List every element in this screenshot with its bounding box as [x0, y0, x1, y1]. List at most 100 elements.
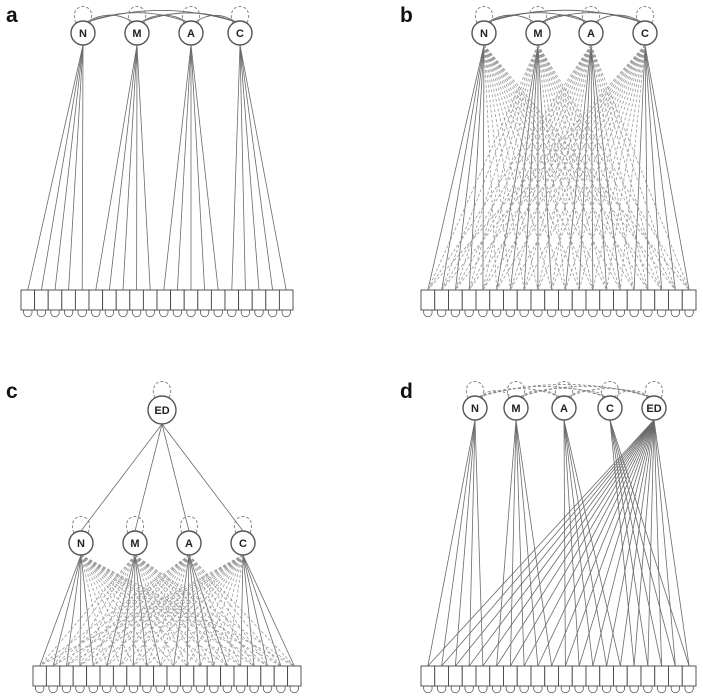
residual-variance-loop [182, 685, 192, 694]
general-factor-node: ED [147, 381, 177, 425]
factor-loading-path [483, 44, 676, 291]
factor-label: A [587, 28, 595, 40]
factor-loading-path [563, 419, 594, 667]
indicator-box [166, 665, 181, 687]
factor-loading-path [427, 419, 476, 667]
indicator-box [475, 289, 491, 311]
residual-variance-loop [478, 309, 488, 318]
factor-loading-path [54, 44, 84, 291]
residual-variance-loop [104, 309, 114, 318]
indicator-box [233, 665, 248, 687]
indicator-box [102, 289, 117, 311]
residual-variance-loop [643, 685, 653, 694]
factor-loading-path [537, 44, 646, 291]
indicator-box [99, 665, 114, 687]
residual-variance-loop [169, 685, 179, 694]
factor-loading-path [441, 44, 539, 291]
indicator-box [461, 289, 477, 311]
factor-loading-path [590, 44, 676, 291]
factor-loading-path [427, 44, 485, 291]
factor-loading-path [146, 554, 244, 667]
indicator-box [613, 665, 628, 687]
factor-loading-path [134, 554, 255, 667]
factor-label: C [641, 28, 649, 40]
factor-loading-path [226, 554, 244, 667]
factor-loading-path [239, 44, 246, 291]
factor-loading-path [564, 419, 655, 667]
factor-node-N: N [70, 6, 96, 46]
variance-loop [71, 516, 91, 534]
factor-covariance-arc [567, 388, 651, 398]
factor-node-N: N [68, 516, 94, 556]
factor-loading-path [644, 44, 649, 291]
indicator-box [640, 665, 656, 687]
indicator-box [193, 665, 208, 687]
indicator-box [420, 665, 436, 687]
indicator-box [599, 289, 614, 311]
factor-loading-path [239, 44, 260, 291]
indicator-box [544, 289, 559, 311]
factor-loading-path [80, 554, 94, 667]
variance-loop [127, 6, 147, 24]
factor-node-A: A [176, 516, 202, 556]
indicator-box [448, 665, 463, 687]
factor-label: C [236, 28, 244, 40]
factor-node-A: A [178, 6, 204, 46]
factor-covariance-arc [140, 14, 188, 23]
residual-variance-loop [670, 685, 680, 694]
indicator-box [179, 665, 195, 687]
factor-loading-path [52, 554, 244, 667]
indicator-box [251, 289, 267, 311]
factor-loading-path [537, 44, 690, 291]
residual-variance-loop [423, 685, 433, 694]
factor-loading-path [590, 44, 621, 291]
indicator-box [626, 665, 642, 687]
factor-loading-path [496, 44, 592, 291]
factor-loading-path [27, 44, 84, 291]
latent-factor-circle [503, 395, 529, 421]
indicator-box [626, 289, 642, 311]
variance-loop [181, 6, 201, 24]
residual-variance-loop [602, 309, 612, 318]
factor-loading-path [482, 419, 655, 667]
indicator-box [61, 289, 76, 311]
factor-label: C [606, 403, 614, 415]
factor-loading-path [483, 44, 566, 291]
factor-loading-path [537, 44, 594, 291]
indicator-box [34, 289, 49, 311]
residual-variance-loop [464, 309, 474, 318]
indicator-box [32, 665, 47, 687]
factor-loading-path [119, 554, 244, 667]
latent-factor-circle [230, 530, 256, 556]
factor-loading-path [79, 554, 244, 667]
residual-variance-loop [478, 685, 488, 694]
factor-loading-path [590, 44, 608, 291]
residual-variance-loop [505, 309, 515, 318]
factor-loading-path [551, 419, 655, 667]
factor-loading-path [509, 44, 539, 291]
factor-loading-path [609, 419, 663, 667]
indicator-box [475, 665, 491, 687]
variance-loop [644, 381, 664, 399]
factor-loading-path [578, 44, 646, 291]
factor-loading-path [441, 419, 476, 667]
indicator-box [558, 665, 573, 687]
factor-loading-path [483, 44, 539, 291]
factor-loading-path [483, 44, 662, 291]
factor-loading-path [454, 44, 485, 291]
panel-letter-b: b [400, 4, 413, 27]
indicator-box [139, 665, 155, 687]
factor-loading-path [509, 44, 592, 291]
factor-loading-path [136, 44, 151, 291]
indicator-box [544, 665, 559, 687]
latent-factor-circle [578, 20, 604, 46]
indicator-box [74, 289, 90, 311]
factor-loading-path [146, 554, 190, 667]
factor-loading-path [563, 419, 566, 667]
factor-covariance-arc [140, 12, 237, 23]
factor-loading-path [133, 554, 244, 667]
residual-variance-loop [209, 685, 219, 694]
factor-loading-path [159, 554, 190, 667]
factor-loading-path [39, 554, 82, 667]
